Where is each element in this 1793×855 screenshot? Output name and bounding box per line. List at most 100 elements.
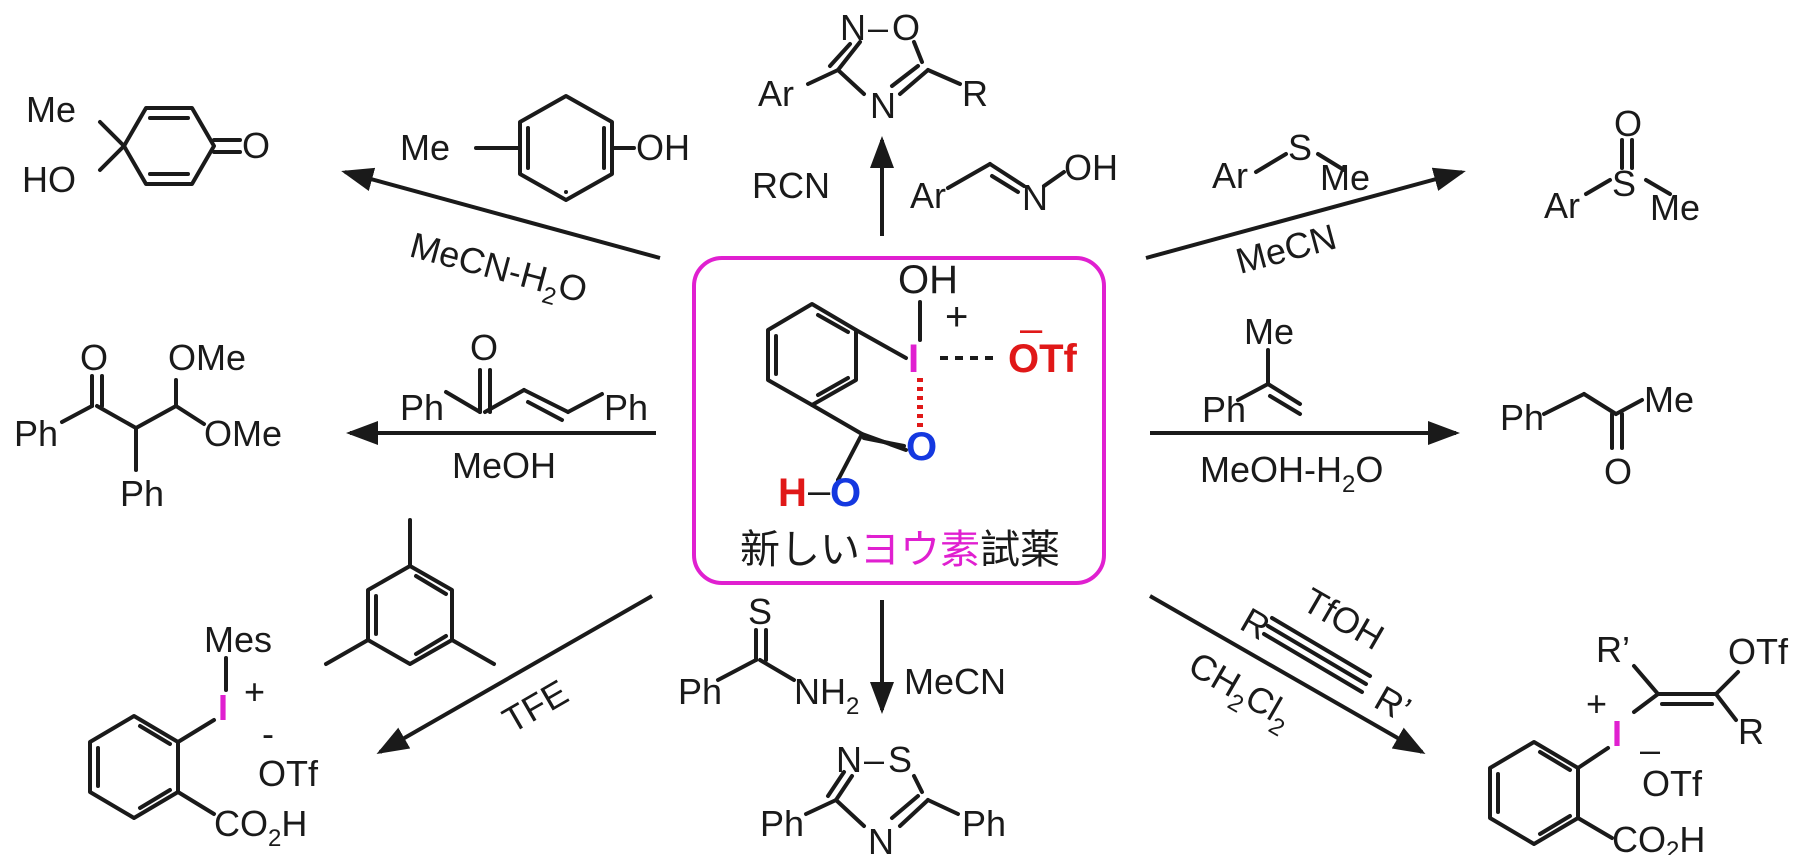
- vinyl-iodonium-structure: [1488, 664, 1740, 846]
- vinyl-r-prime: R’: [1596, 629, 1630, 670]
- acetal-structure: [60, 374, 206, 472]
- bottom-left-reaction: TFE Mes I + - OTf CO2H: [88, 518, 575, 852]
- ketone-phenyl: Ph: [1500, 397, 1544, 438]
- benzene-ring: [766, 302, 908, 482]
- thiadiazole-n2: N: [868, 821, 894, 855]
- sulfoxide-methyl: Me: [1650, 187, 1700, 228]
- arrow-top-left: [341, 167, 661, 260]
- sulfide-structure: [1254, 152, 1346, 174]
- mid-right-reaction: Me Ph MeOH-H2O Ph Me O: [1200, 311, 1694, 498]
- mid-left-reaction: O Ph Ph MeOH O OMe OMe Ph Ph: [14, 327, 648, 514]
- acetal-methoxy-2: OMe: [204, 413, 282, 454]
- oxadiazole-oxygen: O: [892, 7, 920, 48]
- chalcone-phenyl-1: Ph: [400, 387, 444, 428]
- cresol-hydroxyl: OH: [636, 127, 690, 168]
- triflate-label: OTf: [1008, 337, 1078, 381]
- chalcone-oxygen: O: [470, 327, 498, 368]
- thioamide-sulfur: S: [748, 591, 772, 632]
- c-o-carbonyl-bond: [862, 436, 906, 448]
- solvent-meoh: MeOH: [452, 445, 556, 486]
- iodine-atom: I: [908, 337, 919, 381]
- hydroxyl-label: OH: [898, 258, 958, 302]
- oxadiazole-aryl: Ar: [758, 73, 794, 114]
- arrow-bottom-right: [1149, 594, 1426, 754]
- thiadiazole-ring: [804, 770, 960, 828]
- alkyne-r-prime: R’: [1368, 677, 1418, 730]
- oxime-nitrogen: N: [1022, 177, 1048, 218]
- p-cresol-structure: [474, 94, 636, 202]
- thiobenzamide-structure: [716, 628, 796, 682]
- bottom-center-reaction: S Ph NH2 MeCN N – S Ph N Ph: [678, 591, 1006, 855]
- reagent-caption: 新しいヨウ素試薬: [740, 528, 1060, 572]
- oxadiazole-ring: [806, 40, 962, 96]
- acid-tfoh: TfOH: [1296, 579, 1391, 658]
- plus-charge: +: [945, 295, 968, 339]
- reaction-arrows: [341, 136, 1466, 754]
- vinyl-iodonium-plus: +: [1586, 683, 1607, 724]
- arrow-bottom-left: [376, 594, 653, 754]
- ketone-methyl: Me: [1644, 379, 1694, 420]
- reagent-nitrile: RCN: [752, 165, 830, 206]
- iodonium-aryl-structure: [88, 656, 228, 820]
- oxime-aryl: Ar: [910, 175, 946, 216]
- solvent-mecn-h2o: MeCN-H2O: [404, 224, 592, 318]
- alkyne-r: R: [1234, 599, 1277, 648]
- methylstyrene-structure: [1236, 348, 1302, 416]
- acid-hydrogen: H: [778, 471, 807, 515]
- top-right-reaction: Ar S Me MeCN O Ar S Me: [1212, 103, 1700, 282]
- hydroxyl-oxygen: O: [830, 471, 861, 515]
- sulfide-aryl: Ar: [1212, 155, 1248, 196]
- oxadiazole-r: R: [962, 73, 988, 114]
- quinol-methyl: Me: [26, 89, 76, 130]
- solvent-mecn-bottom: MeCN: [904, 661, 1006, 702]
- carboxylic-acid: CO2H: [214, 803, 307, 852]
- vinyl-triflate-minus: –: [1640, 729, 1660, 770]
- sulfoxide-aryl: Ar: [1544, 185, 1580, 226]
- acetal-carbonyl-oxygen: O: [80, 337, 108, 378]
- vinyl-iodonium-iodine: I: [1612, 713, 1622, 754]
- alkyne-structure: [1262, 616, 1372, 694]
- minus-charge: –: [1020, 307, 1043, 351]
- vinyl-carboxylic-acid: CO2H: [1612, 819, 1705, 855]
- thioamide-phenyl: Ph: [678, 671, 722, 712]
- bottom-right-reaction: R R’ TfOH CH2Cl2 R’ OTf + I R – OTf CO2H: [1178, 579, 1789, 855]
- thiadiazole-sulfur: S: [888, 739, 912, 780]
- oxadiazole-n1: N: [840, 7, 866, 48]
- triflate-minus: -: [262, 713, 274, 754]
- solvent-meoh-h2o: MeOH-H2O: [1200, 449, 1383, 498]
- top-left-reaction: Me OH MeCN-H2O Me HO O: [22, 89, 690, 318]
- thiadiazole-phenyl-2: Ph: [962, 803, 1006, 844]
- iodonium-plus: +: [244, 671, 265, 712]
- quinol-structure: [98, 106, 242, 186]
- thiadiazole-n-s-bond: –: [864, 739, 884, 780]
- mesityl-label: Mes: [204, 619, 272, 660]
- chalcone-structure: [444, 368, 604, 422]
- top-center-reaction: RCN Ar N OH N – O Ar N R: [752, 7, 1118, 218]
- sulfide-sulfur: S: [1288, 127, 1312, 168]
- acetal-methoxy-1: OMe: [168, 337, 246, 378]
- quinol-hydroxyl: HO: [22, 159, 76, 200]
- cresol-methyl: Me: [400, 127, 450, 168]
- phenylacetone-structure: [1542, 392, 1644, 450]
- quinol-carbonyl-oxygen: O: [242, 125, 270, 166]
- vinyl-triflate: OTf: [1728, 631, 1789, 672]
- methylstyrene-phenyl: Ph: [1202, 389, 1246, 430]
- chalcone-phenyl-2: Ph: [604, 387, 648, 428]
- oxime-hydroxyl: OH: [1064, 147, 1118, 188]
- acetal-phenyl-2: Ph: [120, 473, 164, 514]
- o-h-bond: –: [808, 469, 831, 513]
- iodonium-iodine: I: [218, 687, 228, 728]
- mesitylene-structure: [324, 518, 496, 666]
- oxime-structure: [946, 162, 1066, 194]
- reagent-highlight-box: [692, 256, 1106, 585]
- solvent-dichloromethane: CH2Cl2: [1178, 643, 1300, 742]
- sulfoxide-sulfur: S: [1612, 163, 1636, 204]
- sulfoxide-oxygen: O: [1614, 103, 1642, 144]
- central-iodine-reagent: OH + I – OTf O H – O 新しいヨウ素試薬: [692, 256, 1106, 585]
- ketone-oxygen: O: [1604, 451, 1632, 492]
- oxadiazole-n2: N: [870, 85, 896, 126]
- solvent-mecn: MeCN: [1231, 216, 1340, 282]
- thiadiazole-n1: N: [836, 739, 862, 780]
- arrow-top-right: [1145, 167, 1466, 260]
- carbonyl-oxygen: O: [906, 425, 937, 469]
